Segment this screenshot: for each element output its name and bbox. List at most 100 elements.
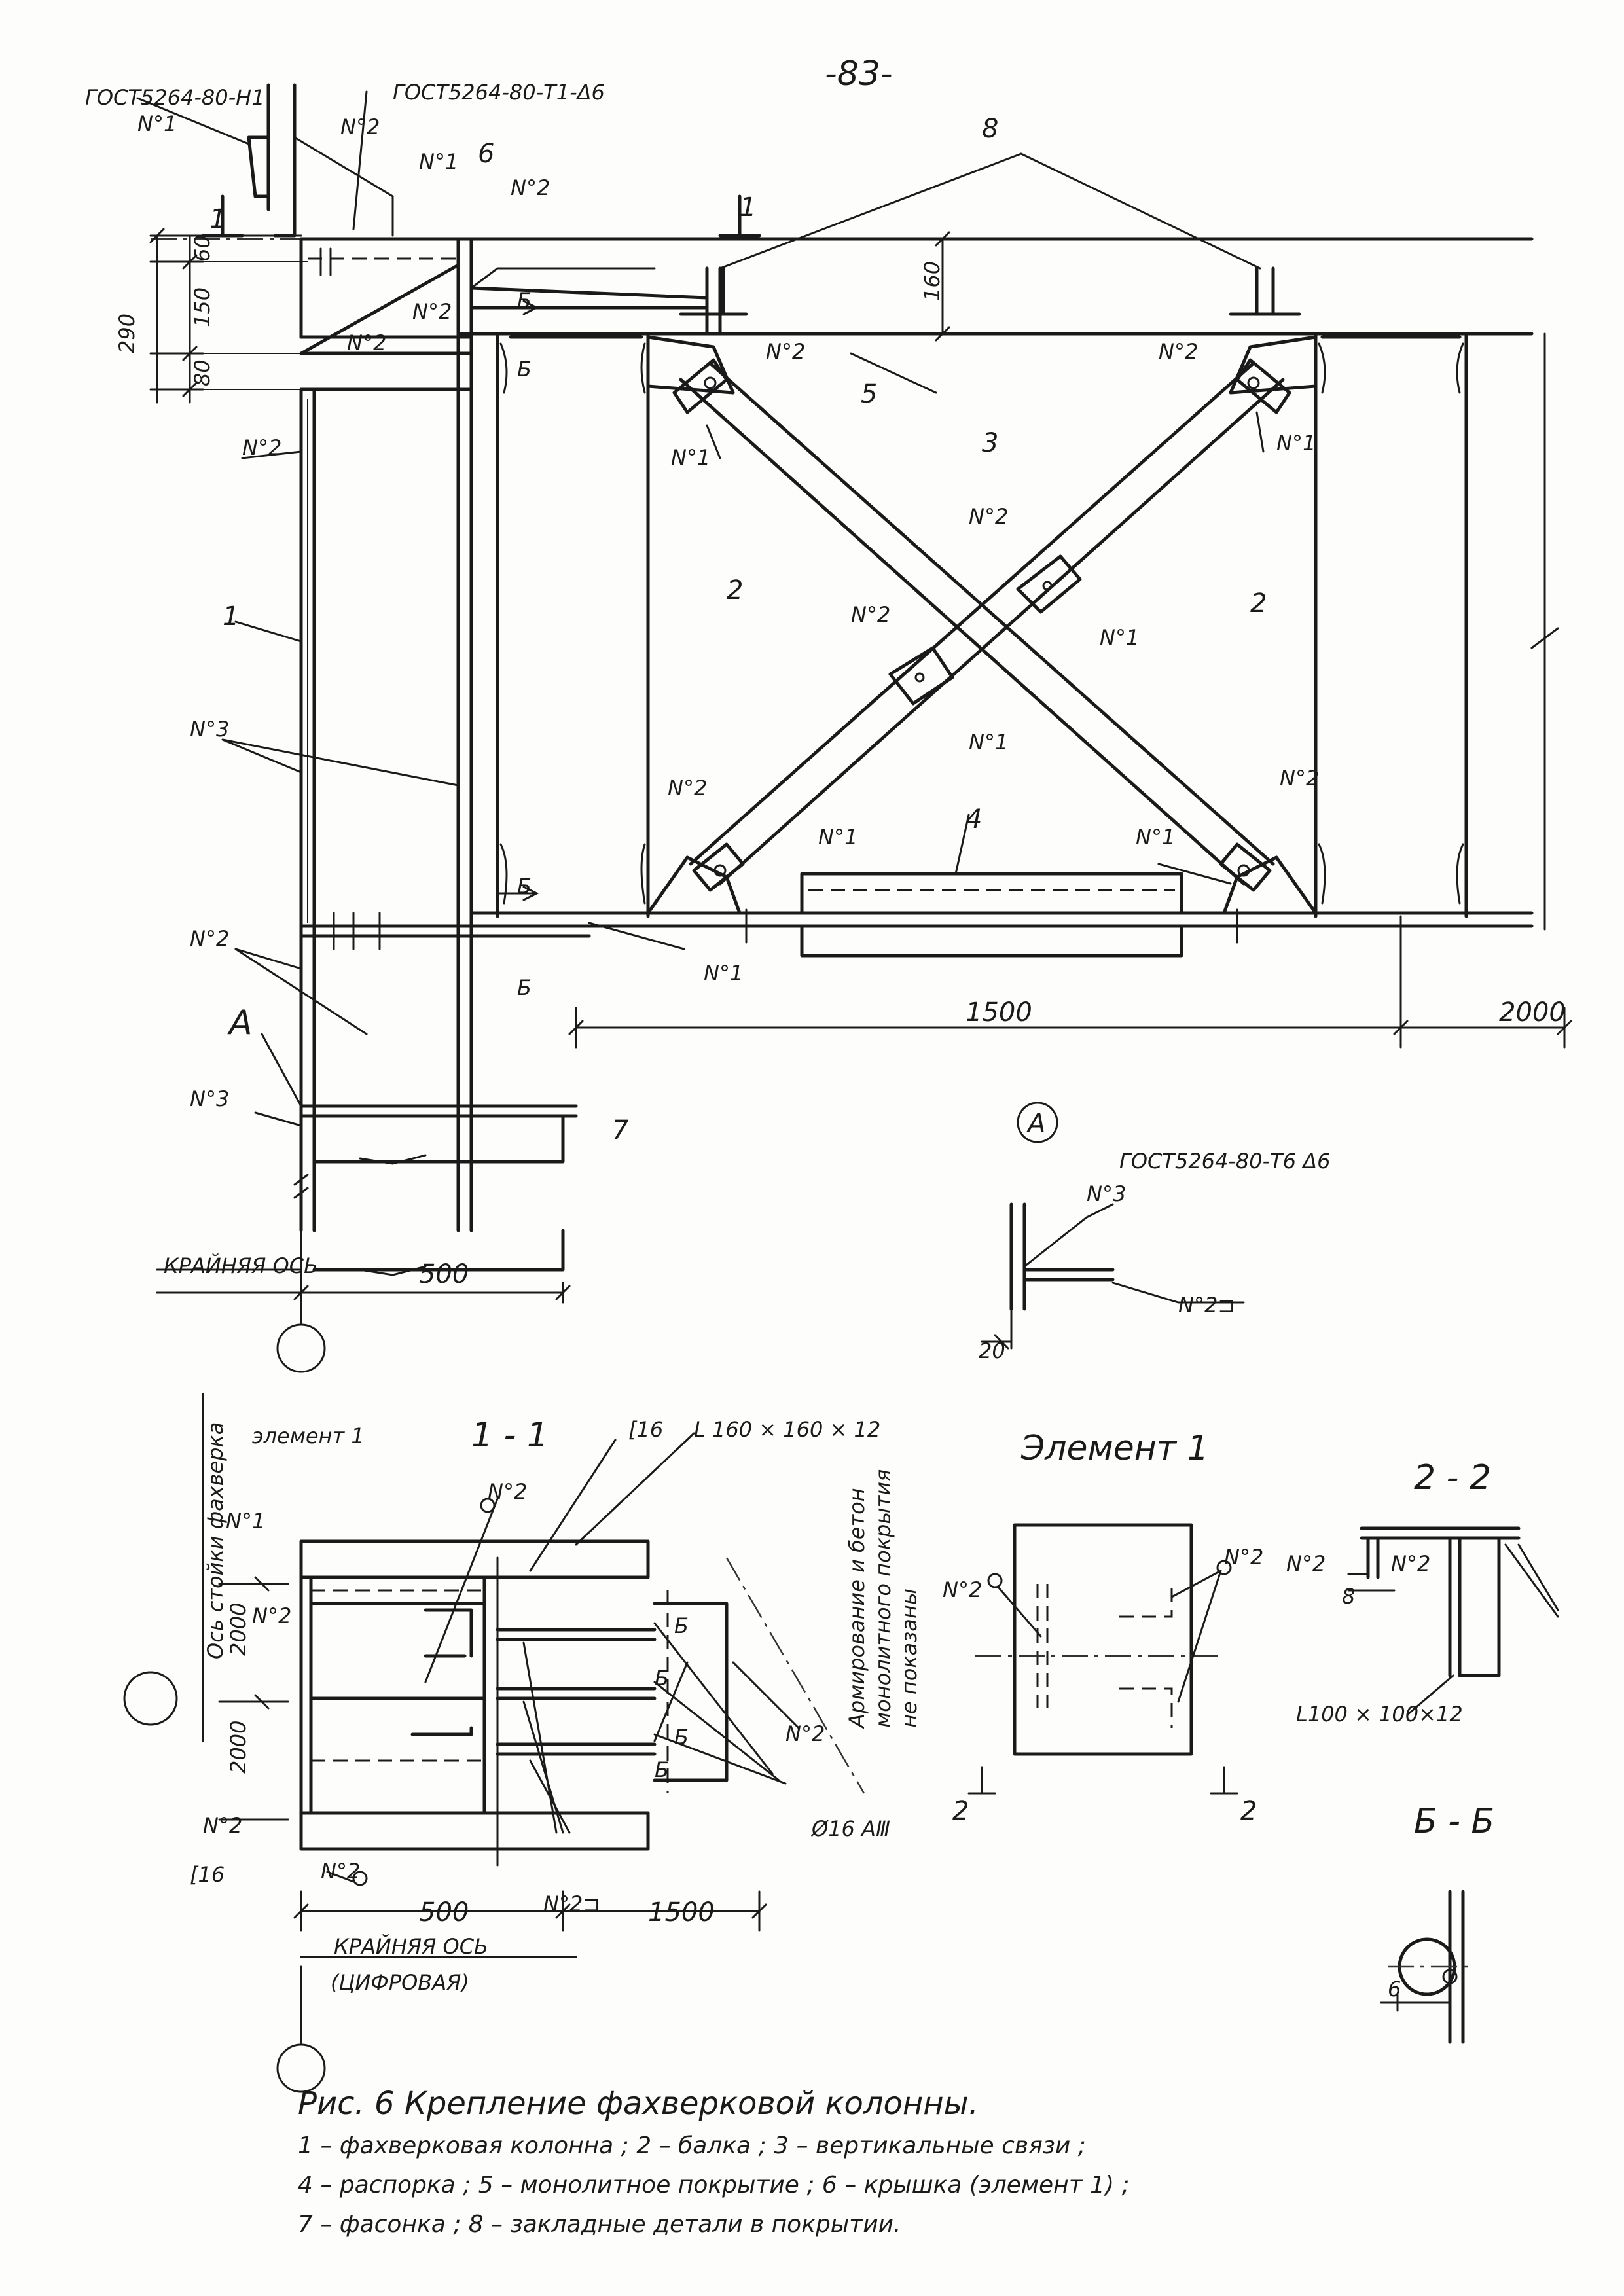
angle-160-label: L 160 × 160 × 12: [694, 1417, 880, 1442]
caption-line-1: 1 – фахверковая колонна ; 2 – балка ; 3 …: [298, 2132, 1086, 2159]
mark-n2: N°2: [412, 299, 452, 324]
mark-n1: N°1: [704, 961, 743, 986]
item-3-label: 3: [982, 428, 998, 458]
item-6-label: 6: [478, 139, 494, 169]
mark-n3: N°3: [1087, 1181, 1126, 1206]
node-a-label: А: [227, 1003, 253, 1043]
mark-n2: N°2: [943, 1577, 982, 1602]
weld-ref-t1: ГОСТ5264-80-Т1-Δ6: [393, 80, 605, 105]
element-1-ref: элемент 1: [252, 1424, 365, 1448]
mark-n1: N°1: [969, 730, 1008, 755]
section-mark-2-right: 2: [1240, 1796, 1257, 1826]
channel-label-bottom: [16: [190, 1862, 225, 1887]
mark-n2: N°2: [252, 1604, 291, 1628]
mark-n1: N°1: [1276, 431, 1316, 456]
item-4-label: 4: [965, 804, 982, 834]
caption-line-2: 4 – распорка ; 5 – монолитное покрытие ;…: [298, 2172, 1130, 2198]
main-elevation: [136, 83, 1572, 1373]
dim-150: 150: [190, 287, 215, 327]
element-1-detail: [967, 1523, 1238, 1795]
mark-n3: N°3: [190, 1086, 229, 1111]
mark-n1: N°1: [671, 445, 710, 470]
mark-n2: N°2: [1280, 766, 1319, 791]
item-2-left-label: 2: [727, 575, 743, 605]
mark-n2: N°2: [969, 504, 1008, 529]
column-flange-left: [299, 387, 316, 1232]
mark-n2: N°2: [851, 602, 890, 627]
mark-n2: N°2: [766, 339, 805, 364]
edge-axis-label: КРАЙНЯЯ ОСЬ: [164, 1253, 318, 1278]
mark-n2: N°2: [1224, 1545, 1263, 1570]
dim-80: 80: [190, 359, 215, 386]
caption-title: Рис. 6 Крепление фахверковой колонны.: [298, 2085, 979, 2122]
section-mark-1-right: 1: [740, 192, 756, 223]
mark-n2: N°2: [1391, 1551, 1430, 1576]
section-mark-b: Б: [655, 1757, 669, 1782]
mark-n2: N°2: [242, 435, 281, 460]
item-7-label: 7: [612, 1115, 629, 1145]
mark-n3: N°3: [190, 717, 229, 742]
weld-ref-t6: ГОСТ5264-80-Т6 Δ6: [1119, 1149, 1330, 1174]
embed-left: [705, 266, 725, 316]
section-1-1: [123, 1393, 865, 2093]
section-mark-b: Б: [517, 975, 532, 1000]
dim-1500-section: 1500: [648, 1897, 715, 1928]
element-1-title: Элемент 1: [1020, 1429, 1209, 1468]
caption-line-3: 7 – фасонка ; 8 – закладные детали в пок…: [298, 2211, 901, 2238]
rebar-label: Ø16 АⅢ: [810, 1816, 890, 1841]
mark-n2: N°2: [190, 926, 229, 951]
section-mark-1-left: 1: [209, 204, 226, 234]
section-mark-b: Б: [674, 1613, 689, 1638]
channel-label-top: [16: [628, 1417, 663, 1442]
mark-n2-bracket: N°2⊐: [1178, 1293, 1235, 1318]
section-2-2: [1347, 1526, 1559, 1716]
mark-n2: N°2: [321, 1859, 360, 1884]
section-2-2-title: 2 - 2: [1414, 1458, 1491, 1498]
gusset-bottom-left: [646, 855, 742, 915]
section-mark-b: Б: [517, 874, 532, 899]
weld-ref-h1: ГОСТ5264-80-Н1: [85, 85, 265, 110]
element-1-plate: [1013, 1523, 1193, 1756]
item-5-label: 5: [861, 379, 877, 409]
edge-axis-circle: [276, 1323, 326, 1373]
mark-n2: N°2: [488, 1479, 527, 1504]
axis-column-label: Ось стойки фахверка: [203, 1422, 228, 1659]
mark-n1: N°1: [1136, 825, 1175, 850]
edge-axis-digital-label: (ЦИФРОВАЯ): [331, 1970, 469, 1995]
item-1-label: 1: [223, 601, 239, 632]
detail-a-circle: [1017, 1102, 1058, 1143]
mark-n1: N°1: [1100, 625, 1139, 650]
axis-circle-left: [123, 1671, 178, 1726]
section-mark-b: Б: [517, 357, 532, 382]
mark-n2: N°2: [203, 1813, 242, 1838]
dim-2000-lower: 2000: [226, 1721, 251, 1774]
detail-a: [981, 1102, 1245, 1350]
mark-n2: N°2: [668, 776, 707, 800]
concrete-note-1: Армирование и бетон: [844, 1488, 869, 1729]
section-1-1-title: 1 - 1: [471, 1416, 549, 1455]
dim-6: 6: [1388, 1977, 1401, 2001]
beam-right: [1314, 332, 1468, 918]
item-8-label: 8: [982, 114, 998, 144]
mark-n1: N°1: [419, 149, 458, 174]
angle-100-label: L100 × 100×12: [1296, 1702, 1463, 1727]
mark-n2: N°2: [1286, 1551, 1326, 1576]
dim-2000: 2000: [1499, 997, 1566, 1028]
dim-60: 60: [190, 235, 215, 262]
mark-n2: N°2: [1159, 339, 1198, 364]
concrete-note-2: монолитного покрытия: [871, 1469, 895, 1728]
embed-right: [1255, 266, 1275, 316]
detail-a-id: А: [1026, 1109, 1045, 1139]
section-mark-b: Б: [655, 1666, 669, 1691]
mark-n1: N°1: [226, 1509, 265, 1534]
beam-left: [496, 332, 650, 918]
strut: [800, 872, 1183, 915]
dim-500: 500: [419, 1259, 469, 1289]
mark-n1: N°1: [818, 825, 857, 850]
section-b-b-title: Б - Б: [1414, 1802, 1494, 1841]
dim-8: 8: [1342, 1584, 1355, 1609]
mark-n2-bracket: N°2⊐: [543, 1892, 600, 1916]
section-b-b: [1380, 1890, 1473, 2044]
